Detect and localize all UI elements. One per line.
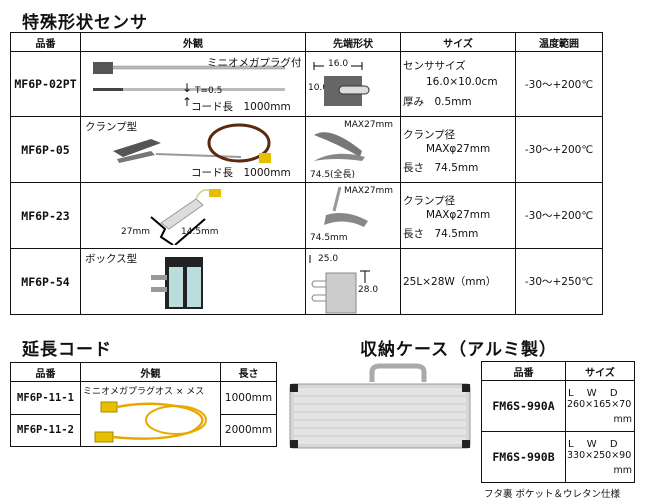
length-value: 1000mm: [220, 381, 277, 415]
dims-label: L W D: [568, 388, 618, 399]
tip-length: 25.0: [318, 254, 339, 264]
table-row: MF6P-54 ボックス型 25.0 28.0 25L×28W（mm） -30～…: [10, 248, 603, 315]
header-code: 品番: [481, 361, 566, 381]
thickness-label: T=0.5: [195, 86, 223, 96]
cord-length: コード長 1000mm: [191, 167, 291, 179]
header-appearance: 外観: [80, 362, 221, 382]
product-code: MF6P-05: [10, 116, 81, 183]
type-label: クランプ型: [85, 121, 138, 133]
extension-cord-image: [94, 401, 207, 443]
tip-max: MAX27mm: [344, 186, 394, 196]
size-value: MAXφ27mm: [426, 143, 491, 155]
case-note: フタ裏 ポケット＆ウレタン仕様: [484, 489, 621, 500]
clip-sensor-image: [150, 189, 221, 245]
header-code: 品番: [10, 362, 81, 382]
header-code: 品番: [10, 32, 81, 52]
extension-title: 延長コード: [22, 340, 112, 360]
clip-tip-image: [324, 186, 368, 227]
thickness-value: 厚み 0.5mm: [403, 96, 472, 108]
sensor-film-drawing: [93, 62, 285, 91]
case-title: 収納ケース（アルミ製）: [360, 340, 557, 360]
sensors-table: 品番 外観 先端形状 サイズ 温度範囲 MF6P-02PT ミニオメガプラグ付 …: [10, 32, 603, 315]
product-code: MF6P-11-2: [10, 413, 81, 447]
size-label: クランプ径: [403, 129, 456, 141]
extension-table: 品番 外観 長さ MF6P-11-1 ミニオメガプラグオス × メス 1000m…: [10, 362, 277, 447]
box-tip-drawing: [309, 255, 370, 314]
tip-length: 74.5mm: [310, 233, 348, 243]
tip-width: 28.0: [358, 285, 379, 295]
length-value: 長さ 74.5mm: [403, 162, 479, 174]
product-code: MF6P-11-1: [10, 381, 81, 415]
tip-height: 10.0: [308, 83, 329, 93]
size-value: 260×165×70: [567, 399, 632, 410]
appearance-label: ミニオメガプラグオス × メス: [83, 387, 205, 397]
table-row: MF6P-11-2 2000mm: [10, 413, 277, 447]
table-row: MF6P-02PT ミニオメガプラグ付 T=0.5 ↓ ↑ コード長 1000m…: [10, 51, 603, 117]
table-row: FM6S-990B L W D 330×250×90 mm: [481, 431, 635, 483]
header-length: 長さ: [220, 362, 277, 382]
product-code: FM6S-990A: [481, 380, 566, 432]
header-size: サイズ: [400, 32, 516, 52]
arrow-down-icon: ↓: [182, 81, 193, 95]
tip-width: 16.0: [328, 59, 349, 69]
length-value: 長さ 74.5mm: [403, 228, 479, 240]
product-code: MF6P-02PT: [10, 51, 81, 117]
tip-max: MAX27mm: [344, 120, 394, 130]
size-unit: mm: [613, 414, 632, 425]
aluminum-case-image: [289, 363, 471, 449]
temp-range: -30～+200℃: [515, 182, 603, 249]
sensors-title: 特殊形状センサ: [22, 13, 148, 33]
type-label: ボックス型: [85, 253, 138, 265]
size-label: クランプ径: [403, 195, 456, 207]
dimension-label: 27mm: [121, 227, 150, 237]
header-tip: 先端形状: [305, 32, 401, 52]
tip-film-drawing: [313, 62, 370, 106]
product-code: FM6S-990B: [481, 431, 566, 483]
arrow-up-icon: ↑: [182, 95, 193, 109]
header-appearance: 外観: [80, 32, 306, 52]
table-row: MF6P-05 クランプ型 コード長 1000mm MAX27mm 74.5(全…: [10, 116, 603, 183]
tip-length: 74.5(全長): [310, 170, 356, 180]
appearance-label: ミニオメガプラグ付: [207, 57, 302, 69]
size-label: センササイズ: [403, 60, 466, 72]
table-row: MF6P-11-1 ミニオメガプラグオス × メス 1000mm: [10, 381, 277, 447]
clamp-sensor-image: [113, 123, 271, 163]
temp-range: -30～+250℃: [515, 248, 603, 315]
header-size: サイズ: [565, 361, 635, 381]
case-table: 品番 サイズ FM6S-990A L W D 260×165×70 mm FM6…: [481, 361, 635, 483]
table-row: FM6S-990A L W D 260×165×70 mm: [481, 380, 635, 432]
size-value: 16.0×10.0cm: [426, 76, 498, 88]
temp-range: -30～+200℃: [515, 116, 603, 183]
clamp-tip-image: [314, 132, 365, 161]
size-unit: mm: [613, 465, 632, 476]
size-value: 25L×28W（mm）: [400, 248, 516, 315]
length-value: 2000mm: [220, 413, 277, 447]
size-value: MAXφ27mm: [426, 209, 491, 221]
header-temp: 温度範囲: [515, 32, 603, 52]
dims-label: L W D: [568, 439, 618, 450]
cord-length: コード長 1000mm: [191, 101, 291, 113]
temp-range: -30～+200℃: [515, 51, 603, 117]
table-row: MF6P-23 27mm 14.5mm MAX27mm 74.5mm クランプ径…: [10, 182, 603, 249]
box-sensor-image: [151, 257, 203, 309]
product-code: MF6P-23: [10, 182, 81, 249]
size-value: 330×250×90: [567, 450, 632, 461]
product-code: MF6P-54: [10, 248, 81, 315]
dimension-label: 14.5mm: [181, 227, 219, 237]
